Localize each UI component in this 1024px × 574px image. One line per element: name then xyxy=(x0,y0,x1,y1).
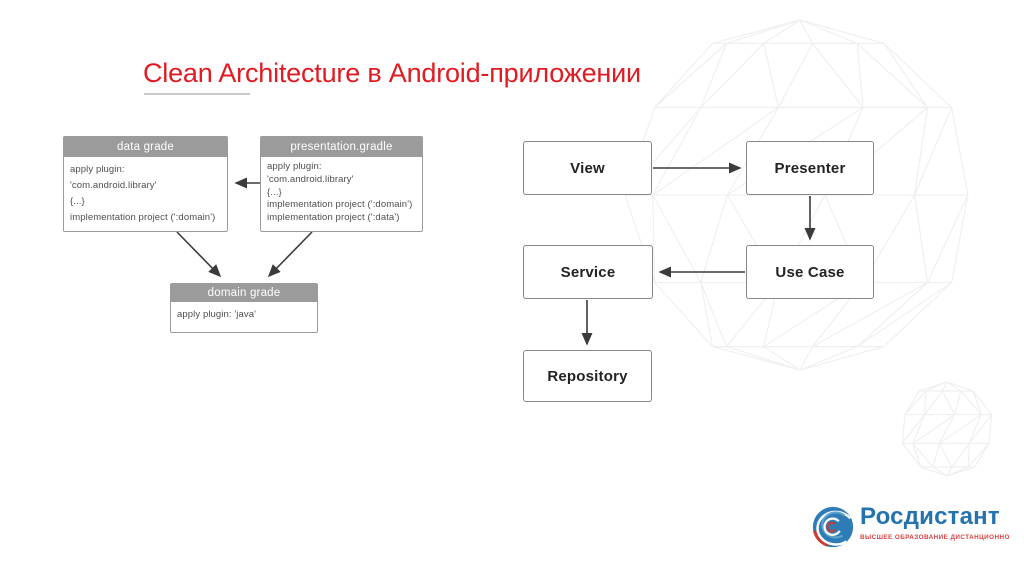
title-underline xyxy=(144,93,250,95)
code-line: implementation project (':data') xyxy=(267,212,400,224)
gradle-box-data: data grade apply plugin: 'com.android.li… xyxy=(63,136,228,232)
code-line: implementation project (':domain') xyxy=(70,212,216,223)
diagram-node-view: View xyxy=(523,141,652,195)
code-line: 'com.android.library' xyxy=(70,180,157,191)
page-title: Clean Architecture в Android-приложении xyxy=(143,58,641,88)
diagram-node-repository: Repository xyxy=(523,350,652,402)
gradle-box-domain-header: domain grade xyxy=(171,284,317,302)
logo-name: Росдистант xyxy=(860,503,1000,530)
globe-icon xyxy=(812,506,854,548)
code-line: 'com.android.library' xyxy=(267,173,354,185)
gradle-box-domain-body: apply plugin: 'java' xyxy=(171,302,317,328)
gradle-box-presentation-body: apply plugin: 'com.android.library' {...… xyxy=(261,157,422,230)
code-line: apply plugin: xyxy=(70,164,125,175)
gradle-box-presentation-header: presentation.gradle xyxy=(261,137,422,157)
code-line: {...} xyxy=(70,196,85,207)
code-line: implementation project (':domain') xyxy=(267,199,413,211)
code-line: apply plugin: 'java' xyxy=(177,309,257,320)
gradle-box-data-header: data grade xyxy=(64,137,227,157)
code-line: apply plugin: xyxy=(267,161,322,172)
gradle-box-data-body: apply plugin: 'com.android.library' {...… xyxy=(64,157,227,231)
gradle-box-presentation: presentation.gradle apply plugin: 'com.a… xyxy=(260,136,423,232)
gradle-box-domain: domain grade apply plugin: 'java' xyxy=(170,283,318,333)
logo-tagline: ВЫСШЕЕ ОБРАЗОВАНИЕ ДИСТАНЦИОННО xyxy=(860,534,1010,541)
diagram-node-presenter: Presenter xyxy=(746,141,874,195)
code-line: {...} xyxy=(267,186,282,198)
diagram-node-service: Service xyxy=(523,245,653,299)
rosdistant-logo: Росдистант ВЫСШЕЕ ОБРАЗОВАНИЕ ДИСТАНЦИОН… xyxy=(810,502,1010,550)
diagram-node-use-case: Use Case xyxy=(746,245,874,299)
